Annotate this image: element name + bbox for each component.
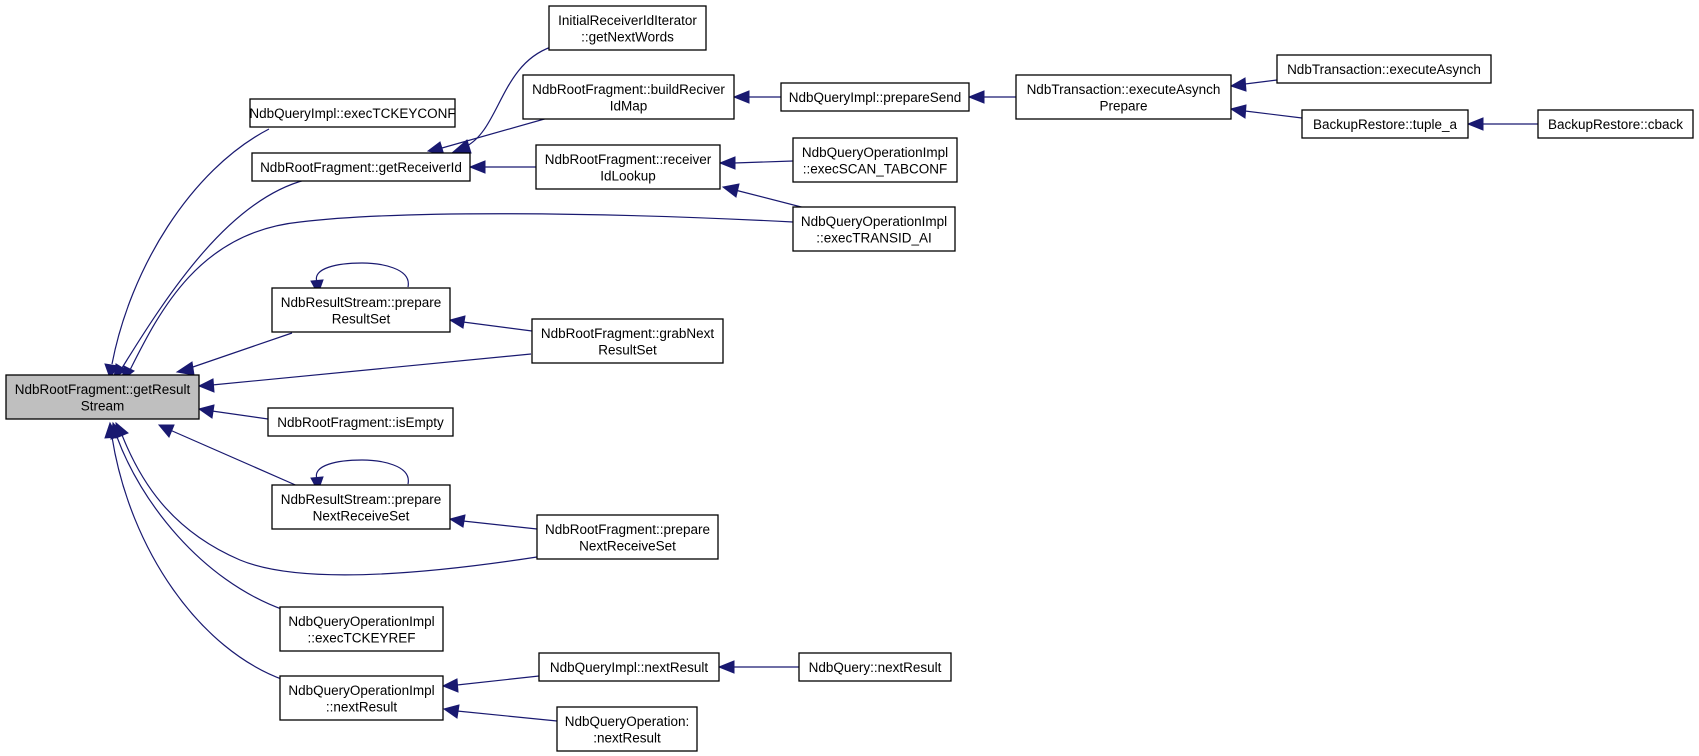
node-label-line: InitialReceiverIdIterator bbox=[558, 13, 697, 28]
edge-getReceiverId-to-root bbox=[113, 179, 306, 380]
node-tuple-a[interactable]: BackupRestore::tuple_a bbox=[1301, 109, 1469, 139]
node-label-line: NdbTransaction::executeAsynch bbox=[1287, 62, 1481, 77]
edge-isEmpty-to-root bbox=[197, 404, 269, 420]
node-label-line: ::getNextWords bbox=[581, 29, 674, 44]
edge-implNextResult-to-opNextResult bbox=[441, 675, 540, 693]
node-label-line: ::nextResult bbox=[326, 699, 398, 714]
node-exectransid-ai[interactable]: NdbQueryOperationImpl::execTRANSID_AI bbox=[792, 206, 956, 252]
node-label-line: NdbRootFragment::isEmpty bbox=[277, 415, 444, 430]
node-label-line: NdbQueryImpl::prepareSend bbox=[789, 90, 962, 105]
edge-opNextResult-to-root bbox=[104, 421, 285, 681]
node-label-line: NdbTransaction::executeAsynch bbox=[1027, 82, 1221, 97]
node-label-line: IdLookup bbox=[600, 168, 656, 183]
node-label-line: NdbRootFragment::receiver bbox=[545, 152, 712, 167]
node-impl-nextresult[interactable]: NdbQueryImpl::nextResult bbox=[538, 652, 720, 682]
node-preparesend[interactable]: NdbQueryImpl::prepareSend bbox=[780, 82, 970, 112]
edge-execTckeyref-to-root bbox=[110, 421, 285, 611]
node-initialreceiveriditerator-getnextwords[interactable]: InitialReceiverIdIterator::getNextWords bbox=[548, 5, 707, 51]
edge-prepareSend-to-buildRecvMap bbox=[732, 90, 781, 104]
node-label-line: BackupRestore::cback bbox=[1548, 117, 1683, 132]
node-exectckeyconf[interactable]: NdbQueryImpl::execTCKEYCONF bbox=[249, 98, 456, 128]
node-label-line: NdbResultStream::prepare bbox=[281, 295, 442, 310]
node-label-line: NdbRootFragment::buildReciver bbox=[532, 82, 725, 97]
edge-grabNext-to-root bbox=[197, 353, 532, 393]
node-label-line: NdbQueryImpl::execTCKEYCONF bbox=[249, 106, 455, 121]
node-label-line: NdbQueryOperationImpl bbox=[801, 214, 947, 229]
node-label-line: NdbQueryOperationImpl bbox=[802, 145, 948, 160]
node-label-line: ResultSet bbox=[332, 311, 391, 326]
edge-cback-to-tupleA bbox=[1466, 117, 1538, 131]
node-execscan-tabconf[interactable]: NdbQueryOperationImpl::execSCAN_TABCONF bbox=[792, 137, 958, 183]
node-operation-nextresult[interactable]: NdbQueryOperationImpl::nextResult bbox=[279, 675, 444, 721]
node-label-line: ResultSet bbox=[598, 342, 657, 357]
node-label-line: ::execSCAN_TABCONF bbox=[803, 161, 948, 176]
node-label-line: NdbQueryOperationImpl bbox=[288, 614, 434, 629]
node-cback[interactable]: BackupRestore::cback bbox=[1537, 109, 1694, 139]
node-executeasynch[interactable]: NdbTransaction::executeAsynch bbox=[1276, 54, 1492, 84]
node-label-line: NdbRootFragment::getResult bbox=[15, 382, 191, 397]
edge-tupleA-to-execAsyncPrepare bbox=[1229, 104, 1303, 119]
node-label-line: ::execTRANSID_AI bbox=[816, 230, 932, 245]
node-label-line: NdbQueryOperation: bbox=[565, 714, 690, 729]
node-getreceiverid[interactable]: NdbRootFragment::getReceiverId bbox=[251, 152, 471, 182]
node-label-line: Prepare bbox=[1099, 98, 1147, 113]
edge-queryOpNextResult-to-opNextResult bbox=[442, 704, 558, 722]
edge-execAsynch-to-execAsyncPrepare bbox=[1229, 77, 1278, 92]
edge-grabNext-to-prepResultSet bbox=[448, 315, 533, 332]
node-label-line: IdMap bbox=[610, 98, 648, 113]
node-label-line: NdbQuery::nextResult bbox=[809, 660, 942, 675]
edge-execAsyncPrepare-to-prepareSend bbox=[967, 90, 1016, 104]
node-label-line: Stream bbox=[81, 398, 125, 413]
edge-prepNextRecvStream-to-root bbox=[157, 424, 301, 488]
edge-prepNextRecvFrag-to-prepNextRecvStream bbox=[448, 514, 538, 530]
edge-execTransidAi-to-recvIdLookup bbox=[721, 183, 814, 211]
node-label-line: NdbRootFragment::getReceiverId bbox=[260, 160, 462, 175]
edge-execTCKEYCONF-to-root bbox=[104, 128, 270, 380]
node-exectckeyref[interactable]: NdbQueryOperationImpl::execTCKEYREF bbox=[279, 606, 444, 652]
edge-prepResultSet-to-root bbox=[175, 332, 293, 376]
node-label-line: :nextResult bbox=[593, 730, 661, 745]
edge-queryNextResult-to-implNextResult bbox=[717, 660, 799, 674]
node-query-nextresult[interactable]: NdbQuery::nextResult bbox=[798, 652, 952, 682]
node-label-line: NextReceiveSet bbox=[313, 508, 410, 523]
node-label-line: NdbRootFragment::prepare bbox=[545, 522, 710, 537]
node-label-line: NdbQueryImpl::nextResult bbox=[550, 660, 709, 675]
node-label-line: NextReceiveSet bbox=[579, 538, 676, 553]
node-label-line: BackupRestore::tuple_a bbox=[1313, 117, 1458, 132]
node-label-line: ::execTCKEYREF bbox=[307, 630, 415, 645]
edge-recvIdLookup-to-getReceiverId bbox=[468, 160, 536, 174]
edge-execScanTabconf-to-recvIdLookup bbox=[718, 156, 794, 170]
node-label-line: NdbRootFragment::grabNext bbox=[541, 326, 715, 341]
node-queryoperation-nextresult[interactable]: NdbQueryOperation::nextResult bbox=[556, 706, 698, 752]
node-label-line: NdbResultStream::prepare bbox=[281, 492, 442, 507]
node-label-line: NdbQueryOperationImpl bbox=[288, 683, 434, 698]
node-isempty[interactable]: NdbRootFragment::isEmpty bbox=[267, 407, 454, 437]
